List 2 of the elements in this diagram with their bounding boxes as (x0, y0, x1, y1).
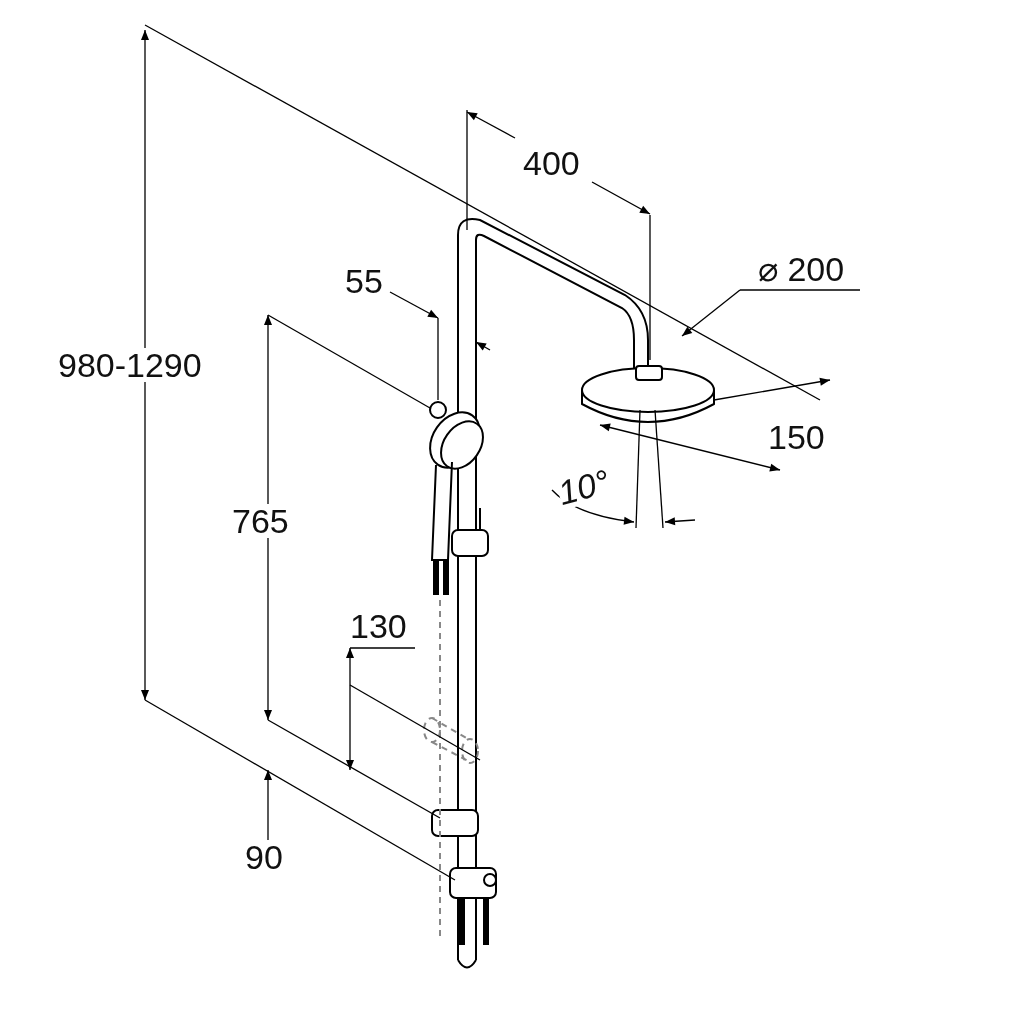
dimension-label: 980-1290 (58, 348, 202, 382)
dimension-label: 765 (232, 504, 289, 538)
